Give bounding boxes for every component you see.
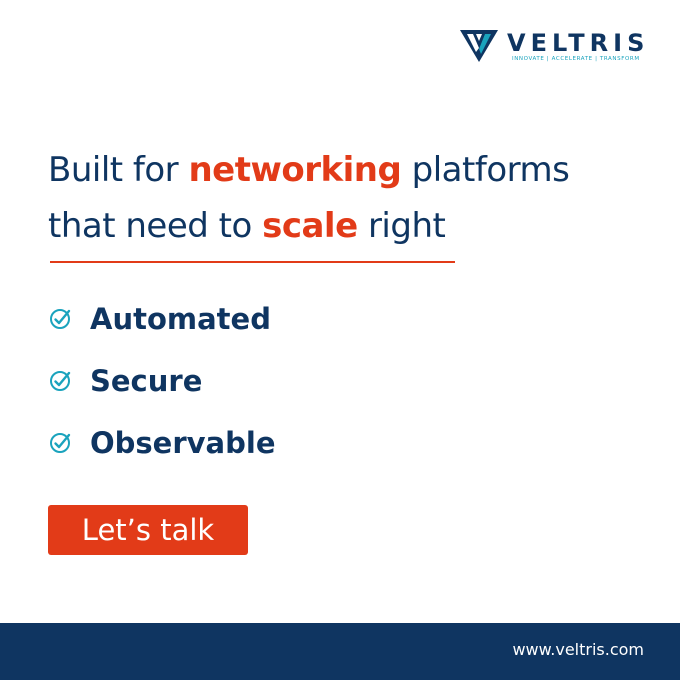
headline-highlight: networking <box>188 150 402 190</box>
headline-line-2: that need to scale right <box>48 198 673 254</box>
feature-list: Automated Secure Observable <box>48 288 275 474</box>
feature-item: Observable <box>48 412 275 474</box>
feature-label: Secure <box>90 364 203 398</box>
feature-item: Automated <box>48 288 275 350</box>
check-circle-icon <box>50 371 71 391</box>
feature-item: Secure <box>48 350 275 412</box>
check-circle-icon <box>50 433 71 453</box>
headline-text: Built for <box>48 150 189 190</box>
headline-text: right <box>357 206 446 246</box>
headline-text: that need to <box>48 206 263 246</box>
feature-label: Observable <box>90 426 276 460</box>
brand-logo: VELTRIS INNOVATE | ACCELERATE | TRANSFOR… <box>460 29 660 66</box>
headline: Built for networking platforms that need… <box>48 142 673 254</box>
headline-highlight: scale <box>262 206 358 246</box>
website-link[interactable]: www.veltris.com <box>512 640 644 659</box>
feature-label: Automated <box>90 302 271 336</box>
lets-talk-button[interactable]: Let’s talk <box>48 505 248 555</box>
brand-name: VELTRIS <box>507 29 650 57</box>
check-circle-icon <box>50 309 71 329</box>
headline-divider <box>50 261 455 263</box>
brand-tagline: INNOVATE | ACCELERATE | TRANSFORM <box>512 56 640 62</box>
headline-text: platforms <box>401 150 570 190</box>
footer-bar: www.veltris.com <box>0 623 680 680</box>
veltris-v-mark-icon <box>460 30 498 62</box>
headline-line-1: Built for networking platforms <box>48 142 673 198</box>
